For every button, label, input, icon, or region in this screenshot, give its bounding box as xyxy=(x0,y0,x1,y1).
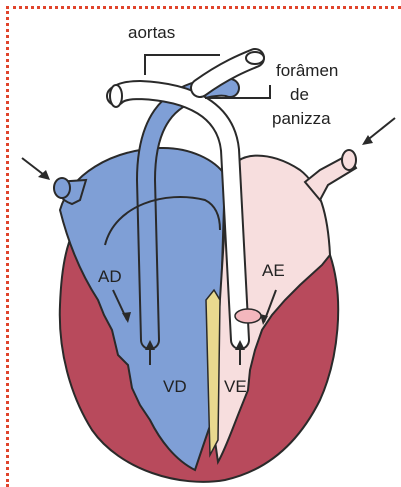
foramen-blob xyxy=(235,309,261,323)
pulmonary-vein-opening xyxy=(342,150,356,170)
label-foramen: forâmen xyxy=(276,61,338,80)
aorta-opening-left xyxy=(110,85,122,107)
label-ae: AE xyxy=(262,261,285,280)
label-panizza: panizza xyxy=(272,109,331,128)
label-vd: VD xyxy=(163,377,187,396)
label-de: de xyxy=(290,85,309,104)
label-ve: VE xyxy=(224,377,247,396)
vena-cava-opening xyxy=(54,178,70,198)
label-ad: AD xyxy=(98,267,122,286)
aorta-opening-right xyxy=(246,52,264,64)
label-aortas: aortas xyxy=(128,23,175,42)
